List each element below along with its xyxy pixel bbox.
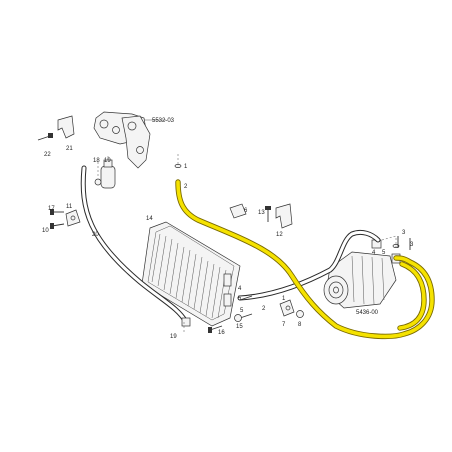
callout-22: 22 (44, 152, 51, 158)
compressor (323, 239, 401, 309)
part-11-clamp (65, 209, 81, 227)
callout-receiver-id: 5532-03 (152, 118, 175, 124)
callout-15: 15 (236, 324, 243, 330)
part-6-clip (229, 203, 247, 219)
callout-2-top: 2 (184, 184, 188, 190)
part-10-bolt (50, 223, 65, 229)
callout-8: 8 (298, 322, 302, 328)
callout-10: 10 (42, 228, 49, 234)
callout-18: 18 (93, 158, 100, 164)
part-8-nut (296, 310, 304, 318)
callout-14: 14 (146, 216, 153, 222)
callout-19-bottom: 19 (170, 334, 177, 340)
part-5-bolts (239, 295, 253, 319)
part-19-fitting (181, 317, 191, 327)
callout-5-left-b: 5 (240, 308, 244, 314)
hose-suction (237, 229, 381, 301)
callout-16: 16 (218, 330, 225, 336)
hose-20 (80, 165, 189, 325)
callout-12: 12 (276, 232, 283, 238)
part-3-bolts (397, 236, 411, 250)
condenser (141, 221, 241, 327)
callout-compressor-id: 5436-00 (356, 310, 379, 316)
part-15-nut (234, 314, 242, 322)
callout-17: 17 (48, 206, 55, 212)
callout-4-left: 4 (238, 286, 242, 292)
callout-7: 7 (282, 322, 286, 328)
part-12-bracket (275, 203, 293, 229)
callout-1-top: 1 (184, 164, 188, 170)
callout-11: 11 (66, 204, 73, 210)
part-16-bolt (208, 325, 223, 333)
highlighted-hose (175, 179, 435, 340)
callout-19-top: 19 (104, 158, 111, 164)
callout-4-right: 4 (372, 250, 376, 256)
receiver-drier-assembly (93, 111, 166, 189)
callout-5-left-a: 5 (238, 296, 242, 302)
part-18-nut (94, 178, 102, 186)
leader-lines (97, 152, 397, 334)
part-13-bolt (265, 206, 271, 222)
callout-13: 13 (258, 210, 265, 216)
callout-1-mid: 1 (282, 296, 286, 302)
part-22-bolt (37, 133, 53, 141)
callout-3-b: 3 (410, 242, 414, 248)
callout-2-mid: 2 (262, 306, 266, 312)
part-17-bolt (50, 209, 64, 215)
callout-5-right: 5 (382, 250, 386, 256)
callout-21: 21 (66, 146, 73, 152)
part-7-clip (279, 299, 295, 317)
part-21-bracket (57, 115, 75, 139)
callout-20: 20 (92, 232, 99, 238)
callout-labels: 5532-03 5436-00 1 2 21 22 18 19 17 11 10… (42, 118, 414, 340)
callout-6: 6 (244, 208, 248, 214)
callout-3-a: 3 (402, 230, 406, 236)
